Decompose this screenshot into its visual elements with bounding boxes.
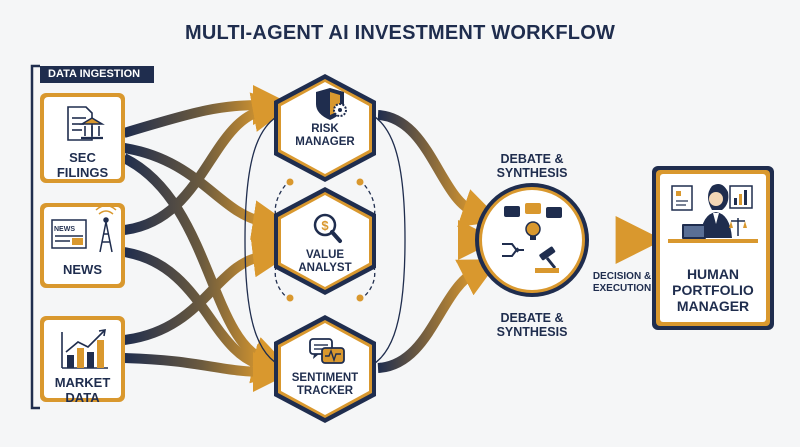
source-label-market-data: MARKET DATA xyxy=(54,375,111,405)
flow-sec-to-value xyxy=(123,143,293,240)
manager-at-desk-icon xyxy=(668,184,758,243)
flow-news-to-sentiment xyxy=(123,247,293,384)
source-card-market-data xyxy=(40,316,125,402)
source-label-sec-filings: SEC FILINGS xyxy=(56,150,109,180)
source-to-agent-flows xyxy=(121,85,293,392)
agent-sentiment-tracker xyxy=(274,315,376,423)
page-title: MULTI-AGENT AI INVESTMENT WORKFLOW xyxy=(184,22,616,44)
source-card-sec-filings xyxy=(40,93,125,183)
chat-bubbles-icon xyxy=(309,338,345,364)
synthesis-node xyxy=(475,183,589,297)
link-nodes xyxy=(286,178,364,302)
decision-execution-label: DECISION & EXECUTION xyxy=(592,271,652,294)
agent-label-sentiment-tracker: SENTIMENT TRACKER xyxy=(291,372,359,398)
human-manager-card xyxy=(652,166,774,330)
agent-label-value-analyst: VALUE ANALYST xyxy=(298,249,352,275)
flow-risk-to-synthesis xyxy=(377,110,502,227)
synthesis-label-bottom: DEBATE & SYNTHESIS xyxy=(496,311,568,340)
magnifier-dollar-icon: $ xyxy=(313,213,342,243)
svg-text:NEWS: NEWS xyxy=(54,226,75,233)
shield-gear-icon xyxy=(316,88,347,120)
agent-label-risk-manager: RISK MANAGER xyxy=(295,123,355,149)
data-ingestion-label: DATA INGESTION xyxy=(40,66,154,83)
document-bank-icon xyxy=(67,106,105,141)
flow-market-to-sentiment xyxy=(123,351,293,392)
agent-to-synthesis-flows xyxy=(377,110,502,373)
agent-risk-manager xyxy=(274,74,376,182)
svg-text:$: $ xyxy=(321,218,329,233)
debate-gavel-icon xyxy=(502,203,562,273)
agent-value-analyst: $ xyxy=(274,187,376,295)
source-label-news: NEWS xyxy=(63,262,102,277)
flow-sec-to-sentiment xyxy=(121,153,292,375)
bar-chart-icon xyxy=(61,329,108,369)
source-card-news: NEWS xyxy=(40,203,125,288)
human-manager-label: HUMAN PORTFOLIO MANAGER xyxy=(672,266,754,315)
flow-market-to-value xyxy=(123,237,293,345)
ingestion-bracket xyxy=(30,64,40,410)
flow-news-to-risk xyxy=(123,92,293,235)
newspaper-tower-icon: NEWS xyxy=(51,204,117,253)
flow-sentiment-to-synthesis xyxy=(377,259,500,373)
synthesis-label-top: DEBATE & SYNTHESIS xyxy=(496,152,568,181)
